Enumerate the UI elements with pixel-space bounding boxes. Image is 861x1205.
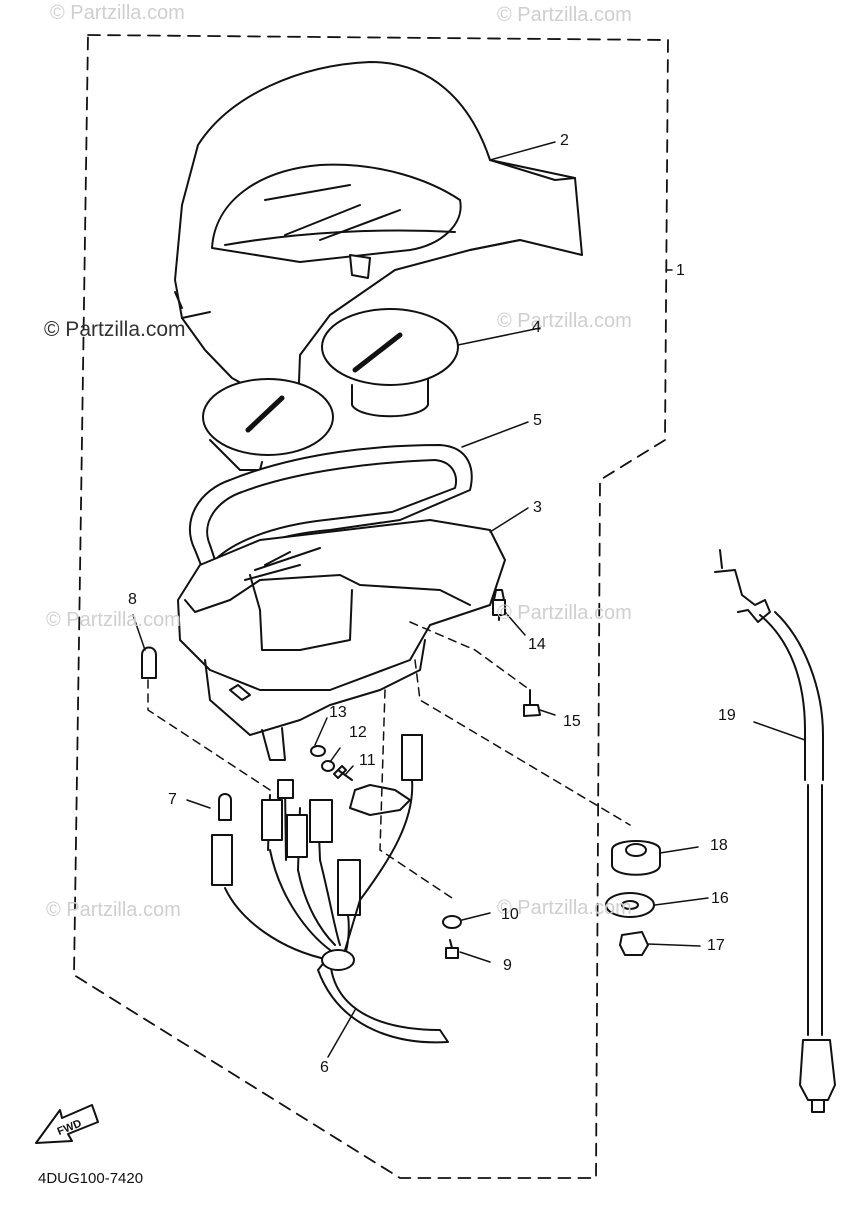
callout-13: 13 [329, 704, 347, 721]
callout-1: 1 [676, 262, 685, 279]
part-17-nut [619, 931, 649, 956]
callout-11: 11 [359, 752, 376, 769]
watermark: © Partzilla.com [44, 318, 186, 341]
callout-12: 12 [349, 724, 367, 741]
watermark: © Partzilla.com [46, 899, 181, 921]
watermark: © Partzilla.com [46, 609, 181, 631]
part-7-bulb [218, 793, 232, 821]
callout-9: 9 [503, 957, 512, 974]
part-15-screw [523, 689, 541, 717]
callout-14: 14 [528, 636, 546, 653]
part-12-washer [321, 760, 335, 772]
assembly-boundary [73, 34, 669, 1179]
callout-3: 3 [533, 499, 542, 516]
part-18-grommet [611, 840, 661, 876]
watermark: © Partzilla.com [497, 602, 632, 624]
callout-19: 19 [718, 707, 736, 724]
part-19-cable [714, 549, 836, 1113]
callout-2: 2 [560, 132, 569, 149]
watermark: © Partzilla.com [497, 897, 632, 919]
part-6-harness [211, 734, 449, 1044]
watermark: © Partzilla.com [497, 310, 632, 332]
watermark: © Partzilla.com [497, 4, 632, 26]
part-14-screw [492, 589, 506, 621]
callout-6: 6 [320, 1059, 329, 1076]
callout-8: 8 [128, 591, 137, 608]
fwd-arrow-icon: FWD [35, 1104, 99, 1144]
part-10-washer [442, 915, 462, 929]
callout-17: 17 [707, 937, 725, 954]
callout-18: 18 [710, 837, 728, 854]
callout-10: 10 [501, 906, 519, 923]
catalog-code: 4DUG100-7420 [38, 1170, 144, 1187]
part-2-meter-cover [174, 61, 583, 409]
callout-5: 5 [533, 412, 542, 429]
watermark: © Partzilla.com [50, 2, 185, 24]
callout-4: 4 [532, 319, 541, 336]
callout-15: 15 [563, 713, 581, 730]
part-9-screw [445, 939, 459, 959]
part-16-washer [605, 892, 655, 918]
part-13-washer [310, 745, 326, 757]
part-8-bulb [141, 646, 157, 679]
part-11-screw [333, 765, 353, 781]
callout-16: 16 [711, 890, 729, 907]
part-3-meter-case [177, 519, 506, 761]
callout-7: 7 [168, 791, 177, 808]
